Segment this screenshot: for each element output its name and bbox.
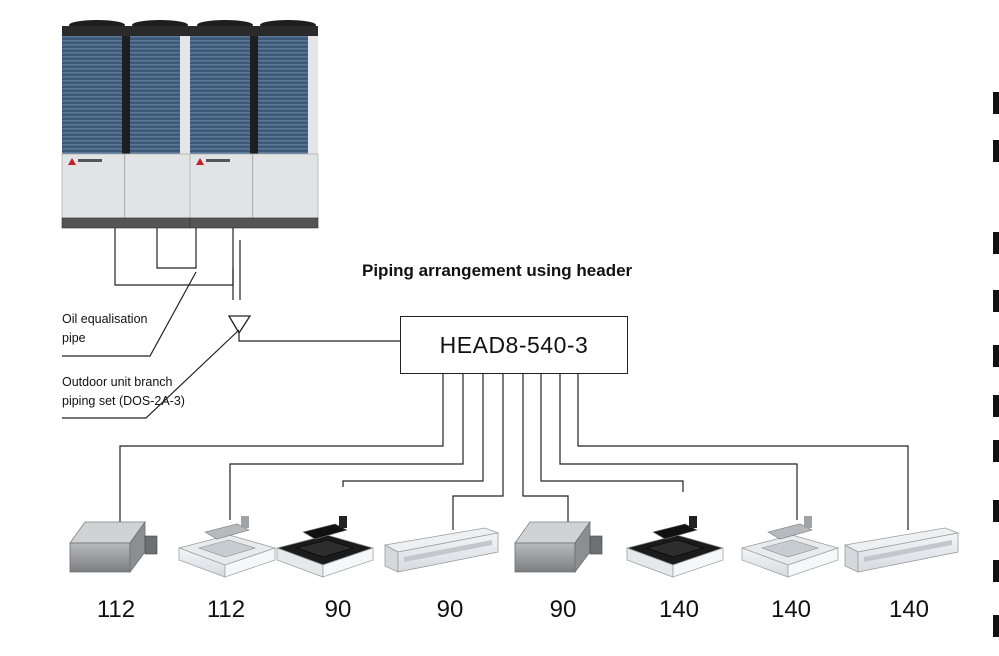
cropped-text-fragment xyxy=(993,345,999,367)
outdoor-unit-icon xyxy=(61,20,191,229)
cassette-unit-icon xyxy=(740,516,840,578)
capacity-label: 112 xyxy=(206,596,246,623)
capacity-label: 90 xyxy=(436,596,464,623)
pipe-line xyxy=(119,374,444,525)
callout-oil-equalisation-pipe: Oil equalisation pipe xyxy=(62,310,147,348)
cropped-text-fragment xyxy=(993,500,999,522)
outdoor-units xyxy=(61,20,319,229)
pipe-line xyxy=(114,228,234,286)
cropped-text-fragment xyxy=(993,560,999,582)
header-unit-label: HEAD8-540-3 xyxy=(439,331,589,358)
ducted-unit-icon xyxy=(69,520,158,574)
outdoor-unit-icon xyxy=(189,20,319,229)
ducted-unit-icon xyxy=(514,520,603,574)
header-unit-box: HEAD8-540-3 xyxy=(400,316,628,374)
cassette-unit-icon xyxy=(275,516,375,578)
callout-line: Oil equalisation xyxy=(62,312,148,326)
pipe-line xyxy=(156,228,197,269)
capacity-label: 112 xyxy=(96,596,136,623)
cropped-text-fragment xyxy=(993,92,999,114)
pipe-line xyxy=(559,374,798,520)
pipe-line xyxy=(452,374,504,530)
cassette-unit-icon xyxy=(625,516,725,578)
callout-line: Outdoor unit branch xyxy=(62,375,173,389)
cropped-text-fragment xyxy=(993,395,999,417)
diagram-title: Piping arrangement using header xyxy=(362,261,633,280)
capacity-label: 140 xyxy=(888,596,930,623)
cropped-text-fragment xyxy=(993,290,999,312)
pipe-line xyxy=(540,374,684,492)
piping-lines xyxy=(62,228,909,530)
capacity-label: 140 xyxy=(658,596,700,623)
capacity-label: 90 xyxy=(549,596,577,623)
pipe-line xyxy=(229,374,464,520)
pipe-line xyxy=(342,374,484,487)
pipe-line xyxy=(62,271,197,357)
cropped-text-fragment xyxy=(993,615,999,637)
pipe-line xyxy=(522,374,569,525)
pipe-line xyxy=(238,333,400,342)
cropped-text-fragment xyxy=(993,440,999,462)
indoor-units xyxy=(69,516,960,578)
callout-line: pipe xyxy=(62,331,86,345)
cropped-text-fragment xyxy=(993,140,999,162)
callout-outdoor-unit-branch-piping-set: Outdoor unit branch piping set (DOS-2A-3… xyxy=(62,373,185,411)
pipe-line xyxy=(577,374,909,530)
capacity-label: 140 xyxy=(770,596,812,623)
cassette-unit-icon xyxy=(177,516,277,578)
ceiling-suspended-unit-icon xyxy=(843,527,960,573)
callout-line: piping set (DOS-2A-3) xyxy=(62,394,185,408)
branch-joint-icon xyxy=(227,315,252,335)
cropped-text-fragment xyxy=(993,232,999,254)
capacity-label: 90 xyxy=(324,596,352,623)
pipe-line xyxy=(62,329,240,419)
ceiling-suspended-unit-icon xyxy=(383,527,500,573)
